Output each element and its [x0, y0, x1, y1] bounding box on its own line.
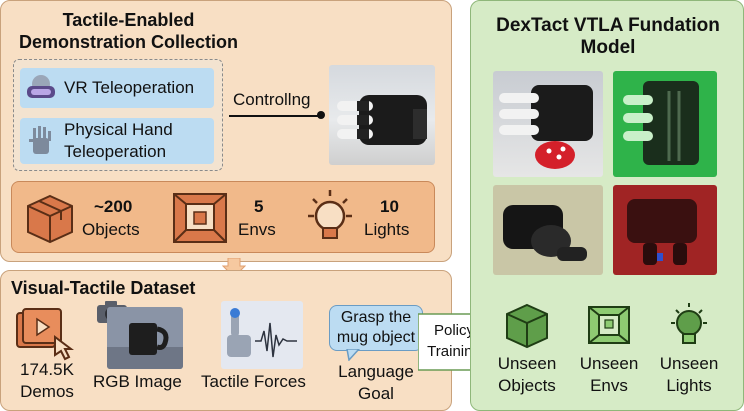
unseen-envs-line-2: Envs: [590, 376, 628, 395]
speech-bubble-tail: [346, 349, 361, 361]
vr-teleop-label: VR Teleoperation: [64, 78, 195, 97]
teleoperation-box: VR Teleoperation Physical Hand Teleopera…: [13, 59, 223, 171]
demos-label: 174.5K Demos: [9, 359, 85, 403]
objects-label: Objects: [82, 220, 140, 239]
model-title-line-2: Model: [580, 37, 636, 58]
model-title-line-1: DexTact VTLA Fundation: [496, 15, 720, 36]
dataset-title: Visual-Tactile Dataset: [11, 278, 196, 298]
unseen-objects-label: Unseen Objects: [485, 353, 569, 397]
controlling-label: Controllng: [233, 90, 311, 109]
rgb-mug-image: [107, 307, 183, 369]
box-icon: [27, 194, 73, 244]
hand-teleop-label: Physical Hand Teleoperation: [64, 119, 173, 163]
rgb-image-label: RGB Image: [93, 372, 182, 391]
unseen-envs-line-1: Unseen: [579, 354, 639, 373]
robot-hand-photo: [329, 65, 435, 165]
visual-tactile-dataset-panel: Visual-Tactile Dataset 174.5K Demos RGB …: [0, 270, 452, 411]
demonstration-collection-panel: Tactile-Enabled Demonstration Collection…: [0, 0, 452, 262]
goal-label-line-1: Language: [338, 362, 414, 381]
goal-bubble-line-2: mug object: [336, 329, 416, 346]
unseen-lights-label: Unseen Lights: [649, 353, 729, 397]
envs-count: 5: [254, 197, 264, 216]
lights-label: Lights: [364, 220, 410, 239]
environment-room-icon: [173, 193, 227, 243]
unseen-lights-line-2: Lights: [666, 376, 712, 395]
tactile-forces-image: [221, 301, 303, 369]
objects-count: ~200: [94, 197, 133, 216]
unseen-envs-label: Unseen Envs: [569, 353, 649, 397]
tactile-forces-label: Tactile Forces: [201, 372, 306, 391]
robot-hand-icon: [29, 126, 51, 154]
hand-teleop-line-2: Teleoperation: [64, 142, 167, 161]
unseen-objects-line-1: Unseen: [497, 354, 557, 373]
policy-line: Policy: [433, 322, 474, 339]
goal-label-line-2: Goal: [358, 384, 394, 403]
unseen-object-photo: [493, 71, 603, 177]
goal-bubble-line-1: Grasp the: [340, 309, 412, 326]
unseen-light-photo-2: [613, 185, 717, 275]
goal-speech-bubble: Grasp the mug object: [329, 305, 423, 351]
unseen-objects-box-icon: [506, 303, 548, 349]
envs-label: Envs: [238, 220, 276, 239]
vr-teleop-card: VR Teleoperation: [20, 68, 214, 108]
title-line-1: Tactile-Enabled: [62, 10, 195, 30]
panel-title: Tactile-Enabled Demonstration Collection: [1, 9, 256, 53]
demos-text: Demos: [20, 382, 74, 401]
model-title: DexTact VTLA Fundation Model: [471, 15, 744, 59]
unseen-light-photo-1: [493, 185, 603, 275]
lights-count: 10: [380, 197, 399, 216]
controlling-line-end: [317, 111, 325, 119]
controlling-line: [229, 115, 321, 117]
unseen-lights-line-1: Unseen: [659, 354, 719, 373]
demos-count: 174.5K: [20, 360, 74, 379]
hand-teleop-line-1: Physical Hand: [64, 120, 173, 139]
unseen-objects-line-2: Objects: [498, 376, 556, 395]
unseen-lights-bulb-icon: [671, 303, 707, 344]
unseen-envs-room-icon: [588, 306, 630, 344]
title-line-2: Demonstration Collection: [18, 32, 238, 52]
policy-training-label: Policy Training: [424, 320, 484, 362]
language-goal-label: Language Goal: [327, 361, 425, 405]
training-line: Training: [427, 343, 481, 360]
vr-headset-icon: [27, 75, 55, 98]
hand-teleop-card: Physical Hand Teleoperation: [20, 118, 214, 164]
unseen-env-photo: [613, 71, 717, 177]
video-demo-icon: [16, 308, 74, 361]
dataset-stats-box: ~200 Objects 5 Envs 10 Lights: [11, 181, 435, 253]
vtla-foundation-model-panel: DexTact VTLA Fundation Model: [470, 0, 744, 411]
light-bulb-icon: [308, 190, 352, 239]
